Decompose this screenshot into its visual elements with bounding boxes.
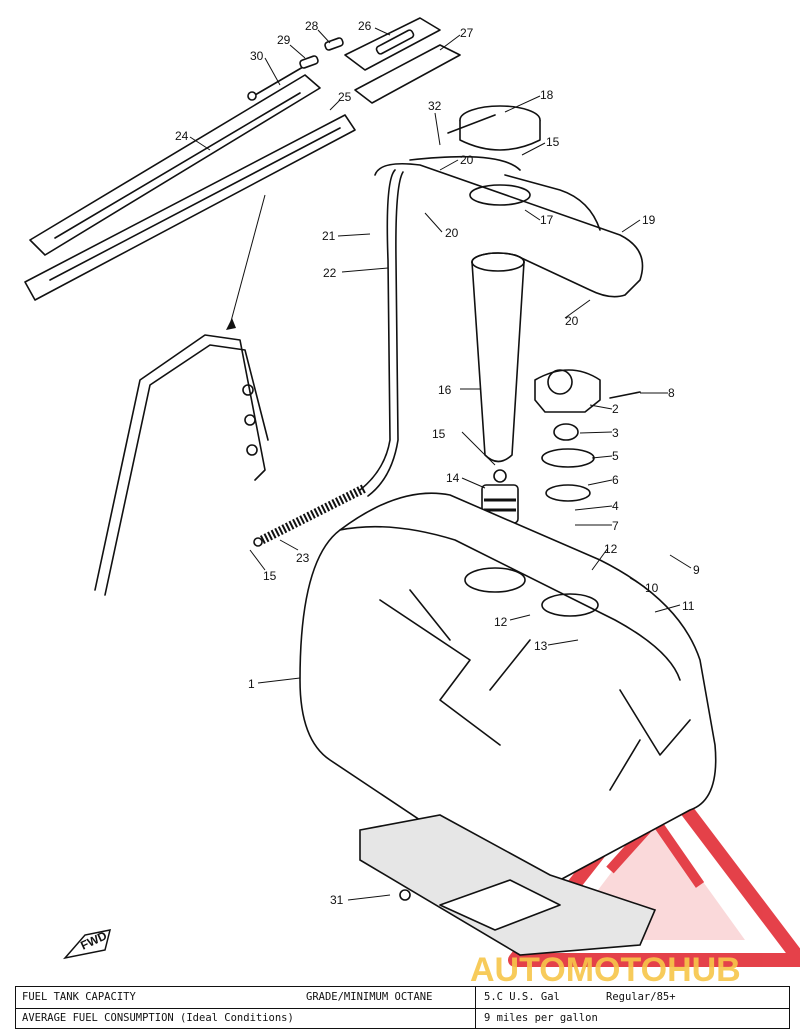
callout-19: 19 (642, 213, 656, 227)
callout-13: 13 (534, 639, 548, 653)
callout-23: 23 (296, 551, 310, 565)
callout-11: 11 (682, 599, 695, 613)
exploded-parts-diagram: AUTOMOTOHUB FWD (24, 17, 800, 985)
tank-bracket (94, 194, 269, 596)
callout-14: 14 (446, 471, 460, 485)
grade-octane-label: GRADE/MINIMUM OCTANE (306, 991, 433, 1003)
callout-2: 2 (612, 402, 619, 416)
callout-16: 16 (438, 383, 452, 397)
callout-30: 30 (250, 49, 264, 63)
callout-20c: 20 (565, 314, 579, 328)
callout-6: 6 (612, 473, 619, 487)
callout-3: 3 (612, 426, 619, 440)
callout-9: 9 (693, 563, 700, 577)
callout-32: 32 (428, 99, 442, 113)
callout-22: 22 (323, 266, 337, 280)
callout-20a: 20 (460, 153, 474, 167)
watermark-text: AUTOMOTOHUB (470, 951, 741, 985)
callout-4: 4 (612, 499, 619, 513)
callout-labels: 1 2 3 4 5 6 7 8 9 10 11 12 12 13 14 15 1… (175, 19, 700, 907)
base-plate-31 (359, 814, 657, 956)
callout-12a: 12 (604, 542, 618, 556)
callout-12b: 12 (494, 615, 508, 629)
callout-7: 7 (612, 519, 619, 533)
callout-31: 31 (330, 893, 344, 907)
callout-1: 1 (248, 677, 255, 691)
bolt-30 (247, 37, 344, 101)
table-row: FUEL TANK CAPACITY GRADE/MINIMUM OCTANE … (16, 987, 789, 1009)
callout-21: 21 (322, 229, 336, 243)
spring-hose-23 (253, 483, 368, 547)
fuel-capacity-value: 5.C U.S. Gal (484, 991, 560, 1003)
fuel-tank-1 (299, 492, 717, 884)
callout-18: 18 (540, 88, 554, 102)
callout-28: 28 (305, 19, 319, 33)
fuel-spec-table: FUEL TANK CAPACITY GRADE/MINIMUM OCTANE … (15, 986, 790, 1029)
callout-29: 29 (277, 33, 291, 47)
leader-lines (189, 27, 692, 901)
callout-15b: 15 (546, 135, 560, 149)
callout-20b: 20 (445, 226, 459, 240)
callout-10: 10 (645, 581, 659, 595)
seat-strap-24 (24, 74, 356, 301)
table-row: AVERAGE FUEL CONSUMPTION (Ideal Conditio… (16, 1008, 789, 1029)
fuel-capacity-label: FUEL TANK CAPACITY (22, 991, 136, 1003)
callout-5: 5 (612, 449, 619, 463)
fuel-consumption-label: AVERAGE FUEL CONSUMPTION (Ideal Conditio… (22, 1012, 294, 1024)
vent-hose-19 (374, 155, 644, 298)
hose-22 (359, 169, 404, 497)
callout-24: 24 (175, 129, 189, 143)
callout-15a: 15 (432, 427, 446, 441)
callout-8: 8 (668, 386, 675, 400)
fwd-arrow: FWD (62, 928, 112, 960)
callout-15c: 15 (263, 569, 277, 583)
filler-neck-16 (471, 252, 525, 463)
grade-octane-value: Regular/85+ (606, 991, 676, 1003)
fuel-cock (534, 369, 641, 502)
svg-text:AUTOMOTOHUB: AUTOMOTOHUB (470, 951, 741, 985)
filler-cap-18 (447, 105, 541, 206)
table-divider (475, 987, 476, 1028)
callout-25: 25 (338, 90, 352, 104)
callout-17: 17 (540, 213, 554, 227)
callout-27: 27 (460, 26, 474, 40)
fuel-consumption-value: 9 miles per gallon (484, 1012, 598, 1024)
callout-26: 26 (358, 19, 372, 33)
rubber-mount-27 (344, 17, 461, 104)
